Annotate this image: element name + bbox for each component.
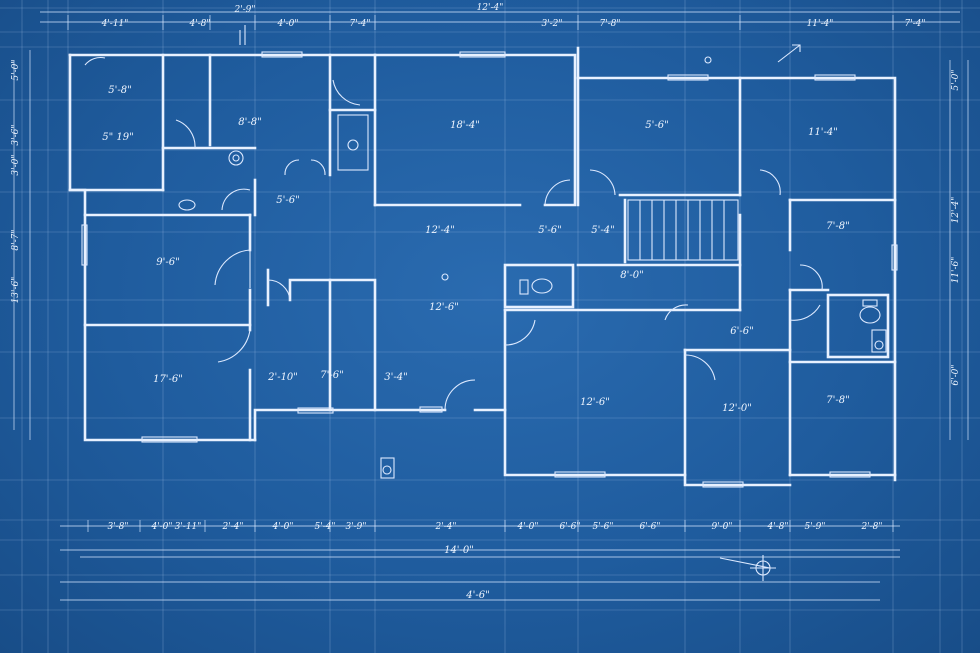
room-dimension-label: 6'-6" [730,326,753,337]
right-dimension-label: 6'-0" [951,364,961,385]
bottom-dimension-label: 4'-0" [271,522,293,532]
top-dimension-label: 11'-4" [807,19,834,29]
top-dimension-label: 7'-4" [904,19,925,29]
top-dimension-label: 4'-11" [101,19,129,29]
bottom-dimension-label: 2'-8" [860,522,882,532]
room-dimension-label: 3'-4" [384,372,407,383]
top-dimension-label: 7'-8" [599,19,620,29]
room-dimension-label: 7'-8" [826,221,849,232]
left-dimension-label: 3'-0" [11,154,21,175]
room-dimension-label: 5'-4" [591,225,614,236]
bottom-dimension-label: 3'-11" [175,522,202,532]
dimension-lines [13,11,969,601]
room-dimension-label: 8'-0" [620,270,643,281]
bottom-dimension-label: 6'-6" [559,522,580,532]
left-dimension-label: 13'-6" [11,277,21,304]
room-dimension-label: 12'-4" [425,225,455,236]
room-dimension-label: 5'-8" [108,85,131,96]
top-dimension-label: 12'-4" [477,3,504,13]
room-dimension-label: 5" 19" [102,132,133,143]
room-dimension-label: 5'-6" [276,195,299,206]
room-dimension-label: 12'-6" [429,302,459,313]
room-dimension-label: 18'-4" [450,120,480,131]
bottom-dimension-label: 3'-8" [107,522,128,532]
bottom-dimension-label: 5'-9" [804,522,825,532]
bottom-dimension-label: 3'-9" [345,522,366,532]
right-dimension-label: 12'-4" [951,197,961,224]
overall-dimension-label: 14'-0" [444,545,474,556]
room-dimension-label: 2'-10" [267,372,298,383]
bottom-dimension-label: 2'-4" [221,522,243,532]
left-dimension-label: 5'-0" [11,59,21,80]
bottom-dimension-label: 4'-0" [150,522,172,532]
top-dimension-label: 4'-0" [276,19,298,29]
room-dimension-label: 5'-6" [645,120,668,131]
walls [68,46,897,487]
doors [84,56,823,411]
bottom-dimension-label: 6'-6" [639,522,660,532]
top-dimension-label: 4'-8" [188,19,210,29]
room-dimension-label: 11'-4" [808,127,838,138]
fixtures [178,25,887,581]
right-dimension-label: 5'-0" [951,69,961,90]
top-dimension-label: 2'-9" [233,5,255,15]
bottom-dimension-label: 2'-4" [434,522,456,532]
left-dimension-label: 8'-7" [11,229,21,250]
room-dimension-label: 8'-8" [238,117,261,128]
room-dimension-label: 9'-6" [156,257,179,268]
room-dimension-label: 7'-6" [320,370,343,381]
bottom-dimension-label: 5'-4" [314,522,335,532]
room-dimension-label: 7'-8" [826,395,849,406]
bottom-dimension-label: 4'-0" [516,522,538,532]
left-dimension-label: 3'-6" [11,124,21,145]
room-dimension-label: 12'-6" [580,397,610,408]
bottom-dimension-label: 5'-6" [592,522,613,532]
bottom-dimension-label: 4'-8" [766,522,788,532]
overall-dimension-label: 4'-6" [465,590,489,601]
right-dimension-label: 11'-6" [951,257,961,284]
room-dimension-label: 12'-0" [722,403,752,414]
bottom-dimension-label: 9'-0" [711,522,732,532]
room-dimension-label: 5'-6" [538,225,561,236]
dimension-labels: 4'-11" 4'-8" 2'-9" 4'-0" 7'-4" 12'-4" 3'-2" 7'-… [11,3,961,601]
windows [81,51,898,488]
staircase [627,199,739,261]
top-dimension-label: 7'-4" [349,19,370,29]
top-dimension-label: 3'-2" [541,19,562,29]
room-dimension-label: 17'-6" [153,374,183,385]
